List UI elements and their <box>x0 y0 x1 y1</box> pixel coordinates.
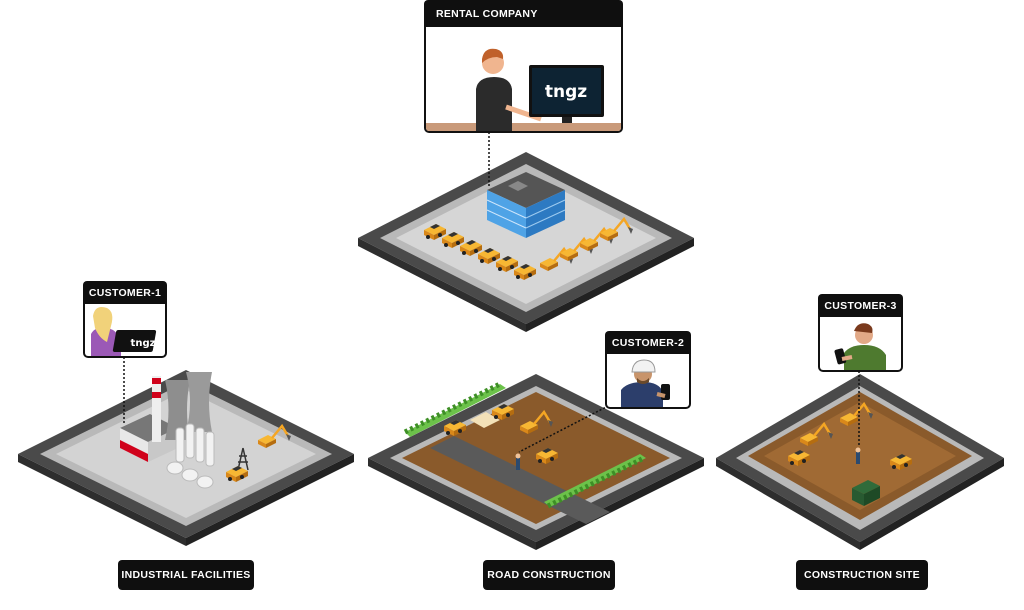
rental-company-tag: RENTAL COMPANY <box>424 0 623 28</box>
customer1-card: tngz <box>83 304 167 358</box>
construction-site-label: CONSTRUCTION SITE <box>796 560 928 590</box>
industrial-tile <box>18 370 354 546</box>
customer2-tag: CUSTOMER-2 <box>605 331 691 355</box>
customer3-tag: CUSTOMER-3 <box>818 294 903 318</box>
rental-monitor-logo: tngz <box>545 82 587 102</box>
rental-yard-tile <box>358 152 694 332</box>
customer2-card <box>605 354 691 409</box>
industrial-facilities-label: INDUSTRIAL FACILITIES <box>118 560 254 590</box>
customer3-figure <box>844 345 886 370</box>
customer1-laptop-logo: tngz <box>131 338 156 349</box>
road-construction-label: ROAD CONSTRUCTION <box>483 560 615 590</box>
road-construction-tile <box>368 374 704 550</box>
customer3-card <box>818 317 903 372</box>
phone-icon <box>834 348 847 365</box>
customer2-connector <box>518 403 613 453</box>
customer2-figure <box>621 382 663 407</box>
construction-site-tile <box>716 374 1004 550</box>
phone-icon <box>661 384 670 400</box>
rental-company-card: tngz <box>424 27 623 133</box>
customer1-tag: CUSTOMER-1 <box>83 281 167 305</box>
rental-operator-figure <box>476 77 512 131</box>
